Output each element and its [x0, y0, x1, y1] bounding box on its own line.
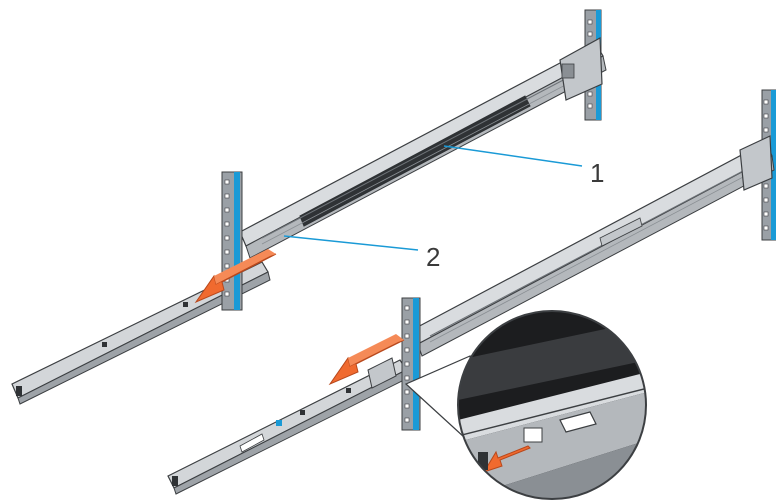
orange-arrow-icon [328, 334, 405, 386]
callout-1-label: 1 [590, 158, 604, 188]
rack-post-front-left [221, 171, 243, 311]
orange-arrow-icon [194, 249, 277, 304]
rail-right [167, 135, 775, 495]
zoom-lens-icon [404, 310, 647, 500]
callout-1: 1 [443, 145, 604, 188]
rail-left [11, 37, 607, 405]
callout-2: 2 [283, 235, 440, 272]
callout-2-label: 2 [426, 242, 440, 272]
rack-post-front-right [401, 297, 421, 431]
